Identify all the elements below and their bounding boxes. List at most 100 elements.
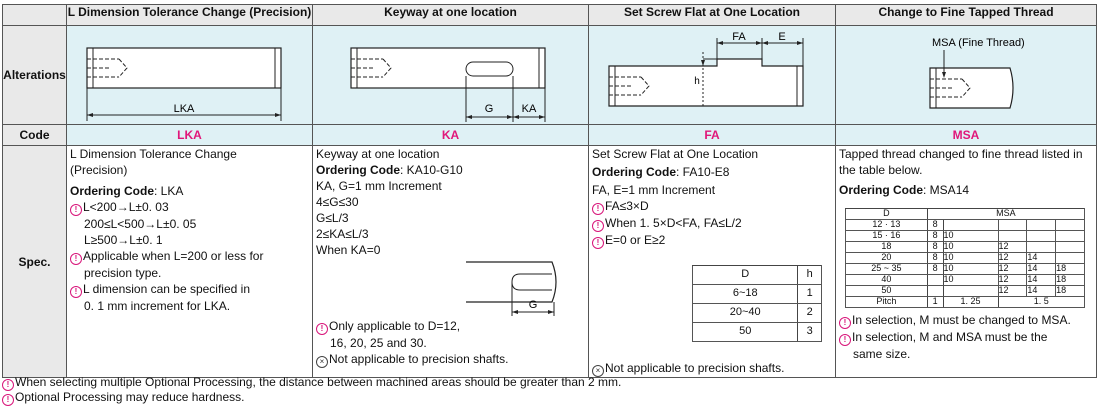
note-icon: ! — [839, 334, 851, 346]
lka-diagram: LKA — [86, 47, 282, 121]
spec-lka-title1: L Dimension Tolerance Change — [70, 147, 237, 161]
header-corner — [2, 4, 67, 26]
spec-ka-note1-cont: 16, 20, 25 and 30. — [330, 336, 427, 350]
footnote-2: !Optional Processing may reduce hardness… — [2, 390, 244, 406]
note-icon: ! — [70, 253, 82, 265]
lka-dim-label: LKA — [174, 103, 195, 115]
ka-diagram: G KA — [350, 47, 546, 122]
spec-lka-rule1: !L<200→L±0. 03 — [70, 199, 309, 216]
code-lka: LKA — [66, 124, 313, 146]
spec-lka-ordering: Ordering Code: LKA — [70, 184, 184, 198]
spec-ka-title: Keyway at one location — [316, 147, 440, 161]
spec-lka-cell: L Dimension Tolerance Change (Precision)… — [66, 145, 313, 378]
note-icon: ! — [839, 317, 851, 329]
spec-fa-cell: Set Screw Flat at One Location Ordering … — [588, 145, 836, 378]
spec-ka-line2: 4≤G≤30 — [316, 195, 359, 209]
footnote-1: !When selecting multiple Optional Proces… — [2, 375, 621, 391]
fa-diagram: FA E h — [608, 31, 804, 107]
spec-ka-line4: 2≤KA≤L/3 — [316, 227, 369, 241]
ka-zero-g: G — [529, 299, 538, 311]
spec-fa-title: Set Screw Flat at One Location — [592, 147, 759, 161]
note-icon: ! — [70, 286, 82, 298]
msa-dim-label: MSA (Fine Thread) — [932, 37, 1025, 49]
spec-msa-cell: Tapped thread changed to fine thread lis… — [835, 145, 1097, 378]
spec-msa-line2: the table below. — [839, 163, 923, 177]
fa-dim-fa: FA — [732, 31, 746, 43]
spec-ka-line5: When KA=0 — [316, 243, 381, 257]
spec-lka-note1: !Applicable when L=200 or less for — [70, 248, 309, 265]
spec-ka-line1: KA, G=1 mm Increment — [316, 179, 442, 193]
spec-ka-note2: ×Not applicable to precision shafts. — [316, 351, 585, 368]
spec-msa-line1: Tapped thread changed to fine thread lis… — [839, 147, 1083, 161]
note-icon: ! — [70, 204, 82, 216]
spec-ka-note1: !Only applicable to D=12, — [316, 318, 585, 335]
note-icon: ! — [316, 323, 328, 335]
fa-diagram-cell: FA E h — [588, 25, 836, 125]
header-row: L Dimension Tolerance Change (Precision)… — [2, 4, 1097, 26]
spec-fa-ordering: Ordering Code: FA10-E8 — [592, 165, 730, 179]
spec-msa-note1: !In selection, M must be changed to MSA. — [839, 312, 1093, 329]
spec-msa-note2-cont: same size. — [853, 347, 911, 361]
note-icon: ! — [592, 203, 604, 215]
header-ka: Keyway at one location — [312, 4, 589, 26]
lka-diagram-cell: LKA — [66, 25, 313, 125]
note-icon: ! — [2, 394, 14, 406]
spec-fa-line2: !FA≤3×D — [592, 198, 832, 215]
code-row: Code LKA KA FA MSA — [2, 124, 1097, 146]
note-icon: ! — [592, 237, 604, 249]
spec-ka-cell: Keyway at one location Ordering Code: KA… — [312, 145, 589, 378]
ka-dim-ka: KA — [522, 103, 537, 115]
alterations-table: L Dimension Tolerance Change (Precision)… — [2, 4, 1097, 378]
alterations-row: Alterations LKA G KA — [2, 25, 1097, 125]
code-msa: MSA — [835, 124, 1097, 146]
spec-fa-line4: !E=0 or E≥2 — [592, 232, 832, 249]
spec-fa-note1: ×Not applicable to precision shafts. — [592, 360, 832, 377]
row-label-code: Code — [2, 124, 67, 146]
code-ka: KA — [312, 124, 589, 146]
code-fa: FA — [588, 124, 836, 146]
spec-lka-rule3: L≥500→L±0. 1 — [84, 233, 163, 247]
spec-row: Spec. L Dimension Tolerance Change (Prec… — [2, 145, 1097, 378]
spec-lka-note1-cont: precision type. — [84, 266, 162, 280]
header-lka: L Dimension Tolerance Change (Precision) — [66, 4, 313, 26]
spec-msa-ordering: Ordering Code: MSA14 — [839, 183, 970, 197]
prohibit-icon: × — [316, 356, 328, 368]
spec-ka-line3: G≤L/3 — [316, 211, 349, 225]
row-label-alterations: Alterations — [2, 25, 67, 125]
msa-diagram-cell: MSA (Fine Thread) — [835, 25, 1097, 125]
ka-diagram-cell: G KA — [312, 25, 589, 125]
spec-lka-note2: !L dimension can be specified in — [70, 281, 309, 298]
ka-zero-diagram: G — [466, 261, 557, 316]
spec-fa-line3: !When 1. 5×D<FA, FA≤L/2 — [592, 215, 832, 232]
row-label-spec: Spec. — [2, 145, 67, 378]
header-fa: Set Screw Flat at One Location — [588, 4, 836, 26]
spec-lka-note2-cont: 0. 1 mm increment for LKA. — [84, 299, 231, 313]
fa-dim-h: h — [694, 76, 700, 87]
msa-diagram: MSA (Fine Thread) — [929, 37, 1025, 109]
spec-lka-rule2: 200≤L<500→L±0. 05 — [84, 217, 197, 231]
note-icon: ! — [592, 220, 604, 232]
prohibit-icon: × — [592, 365, 604, 377]
fa-dim-e: E — [778, 31, 785, 43]
header-msa: Change to Fine Tapped Thread — [835, 4, 1097, 26]
spec-lka-title2: (Precision) — [70, 163, 128, 177]
spec-msa-note2: !In selection, M and MSA must be the — [839, 329, 1093, 346]
ka-dim-g: G — [485, 103, 494, 115]
spec-ka-ordering: Ordering Code: KA10-G10 — [316, 163, 463, 177]
